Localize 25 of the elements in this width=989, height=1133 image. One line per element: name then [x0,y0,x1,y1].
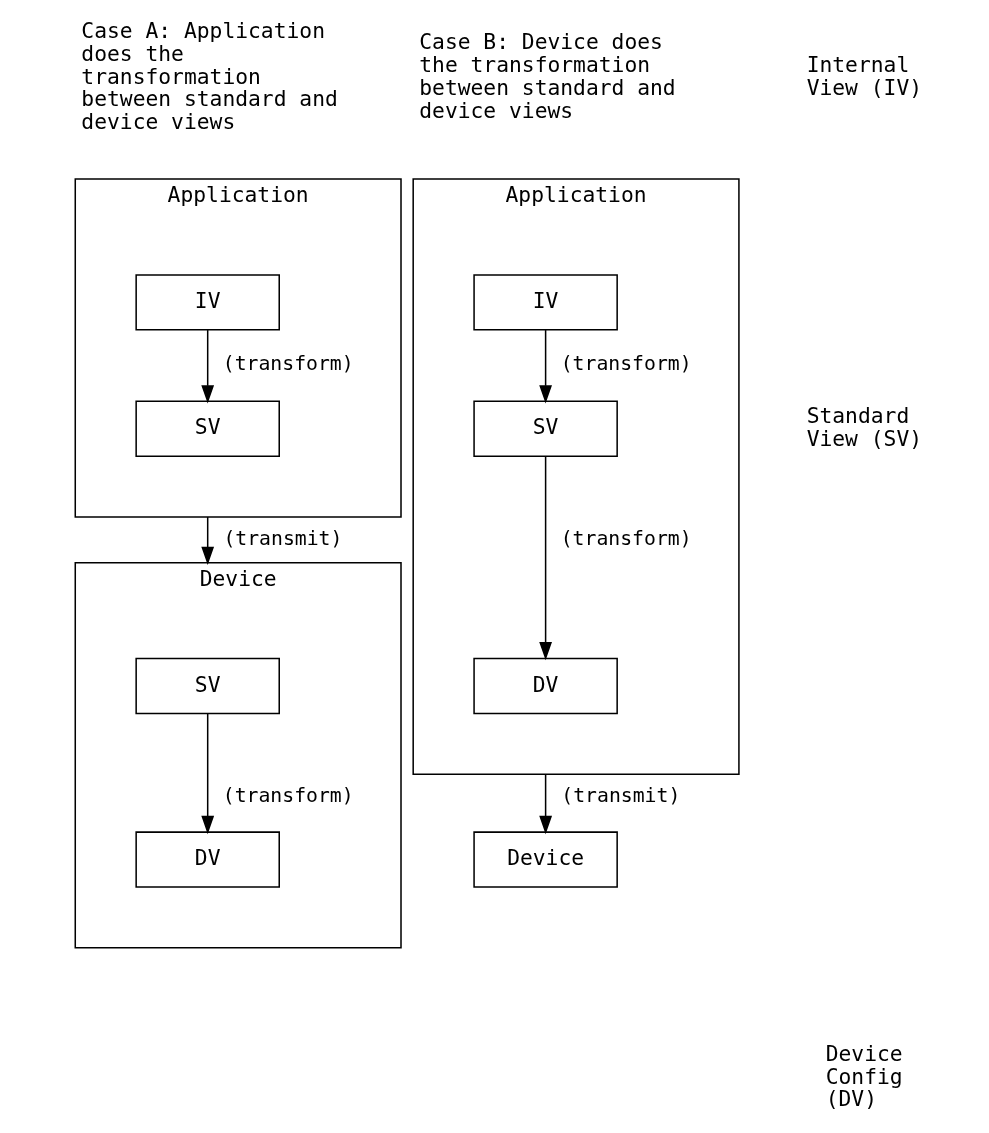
node-box: SV [472,400,618,457]
edge-label: (transmit) [560,784,680,808]
edge-label: (transform) [560,527,692,551]
arrow [538,773,552,835]
node-box: SV [134,400,280,457]
arrow [200,516,214,565]
node-box: IV [472,274,618,331]
node-box: IV [134,274,280,331]
arrow [200,712,214,835]
label: Case B: Device does the transformation between standard and device views [418,29,676,123]
edge-label: (transmit) [222,527,342,551]
label: Device Config (DV) [825,1040,903,1112]
arrow [200,329,214,404]
node-box: SV [134,657,280,715]
label: Standard View (SV) [806,402,922,451]
arrow [538,329,552,404]
edge-label: (transform) [222,784,354,808]
edge-label: (transform) [222,351,354,375]
label: Case A: Application does the transformation between standard and device views [80,17,338,135]
node-box: DV [134,831,280,888]
edge-label: (transform) [560,351,692,375]
label: Internal View (IV) [806,52,922,100]
arrow [538,455,552,661]
node-box: Device [472,831,618,888]
node-box: DV [472,657,618,715]
